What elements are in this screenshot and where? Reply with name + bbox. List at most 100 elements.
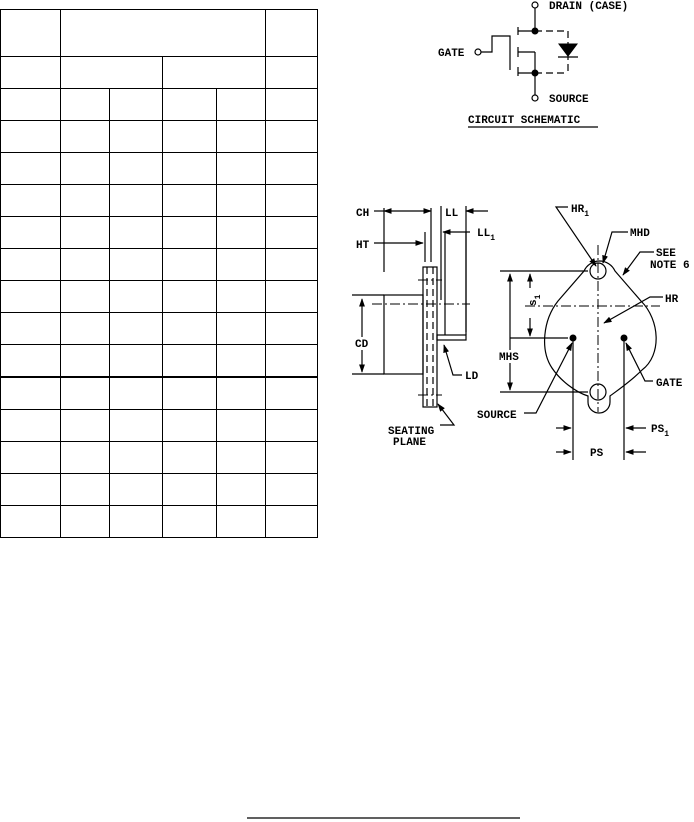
table-cell [265,376,318,410]
source-terminal-icon [531,94,539,102]
source-label: SOURCE [549,94,589,106]
table-cell [109,505,163,538]
table-cell [265,312,318,345]
table-cell [162,56,266,89]
table-row [0,248,318,281]
see-note-line2: NOTE 6 [650,260,690,272]
source-pin [569,334,577,342]
see-note-line1: SEE [656,248,676,260]
table-cell [162,376,217,410]
hr1-label: HR1 [571,204,589,219]
table-cell [109,184,163,217]
table-row [0,376,318,410]
s1-main-text: s [528,299,540,306]
circuit-schematic: DRAIN (CASE) SOURCE GATE CIRCUIT SCHEMAT… [438,1,628,128]
seating-plane-line1: SEATING [388,426,435,438]
gate-leader [625,342,653,382]
table-cell [216,184,266,217]
table-cell [265,248,318,281]
table-row [0,473,318,506]
table-cell [216,441,266,474]
table-row [0,88,318,121]
s1-subscript: 1 [534,294,543,299]
mhs-label: MHS [499,352,519,364]
seating-plane-line2: PLANE [393,437,426,449]
s1-label: s1 [528,294,543,306]
table-cell [216,248,266,281]
table-row [0,441,318,474]
table-cell [0,9,61,57]
table-cell [265,473,318,506]
table-cell [265,120,318,153]
table-cell [60,441,110,474]
dimensions-table [0,9,318,538]
table-row [0,152,318,185]
gate-pin [620,334,628,342]
gate-wire [481,35,511,70]
ll-label: LL [445,208,459,220]
mounting-flange [422,266,438,408]
table-cell [265,88,318,121]
hr1-subscript: 1 [584,210,589,219]
source-pin-label: SOURCE [477,410,517,422]
ps1-label: PS1 [651,424,669,439]
cd-label: CD [355,339,369,351]
table-cell [0,120,61,153]
table-row [0,505,318,538]
case-body [383,294,424,375]
mhd-label: MHD [630,228,650,240]
table-row [0,280,318,313]
schematic-caption: CIRCUIT SCHEMATIC [468,115,581,127]
table-cell [265,505,318,538]
mhd-leader [602,231,628,264]
table-row [0,216,318,249]
ps-label: PS [590,448,604,460]
table-cell [0,280,61,313]
table-cell [0,312,61,345]
ht-label: HT [356,240,370,252]
table-cell [265,280,318,313]
source-leader [524,342,573,414]
gate-terminal-icon [474,48,482,56]
table-cell [60,473,110,506]
table-cell [109,473,163,506]
table-cell [162,184,217,217]
ps1-subscript: 1 [664,430,669,439]
ld-label: LD [465,371,479,383]
gate-label: GATE [438,48,465,60]
table-row [0,409,318,442]
table-cell [109,312,163,345]
table-cell [216,505,266,538]
ll1-main-text: LL [477,228,491,240]
lead-tab [436,334,467,341]
ll1-subscript: 1 [490,234,495,243]
drain-terminal-icon [531,1,539,9]
ch-label: CH [356,208,369,220]
ll1-label: LL1 [477,228,495,243]
table-cell [60,312,110,345]
table-cell [162,88,217,121]
table-row [0,184,318,217]
hr-label: HR [665,294,679,306]
ps1-main-text: PS [651,424,665,436]
drain-label: DRAIN (CASE) [549,1,628,13]
see-note-leader [622,251,654,276]
ld-leader [443,344,462,376]
table-cell [60,505,110,538]
table-row [0,312,318,345]
table-cell [265,9,318,57]
table-cell [60,88,110,121]
hr1-leader [554,206,597,267]
table-cell [216,312,266,345]
gate-pin-label: GATE [656,378,683,390]
hr-leader [603,296,663,324]
table-cell [265,56,318,89]
diode-icon [558,43,578,57]
package-outline [544,260,657,414]
seating-plane-leader [437,403,456,426]
